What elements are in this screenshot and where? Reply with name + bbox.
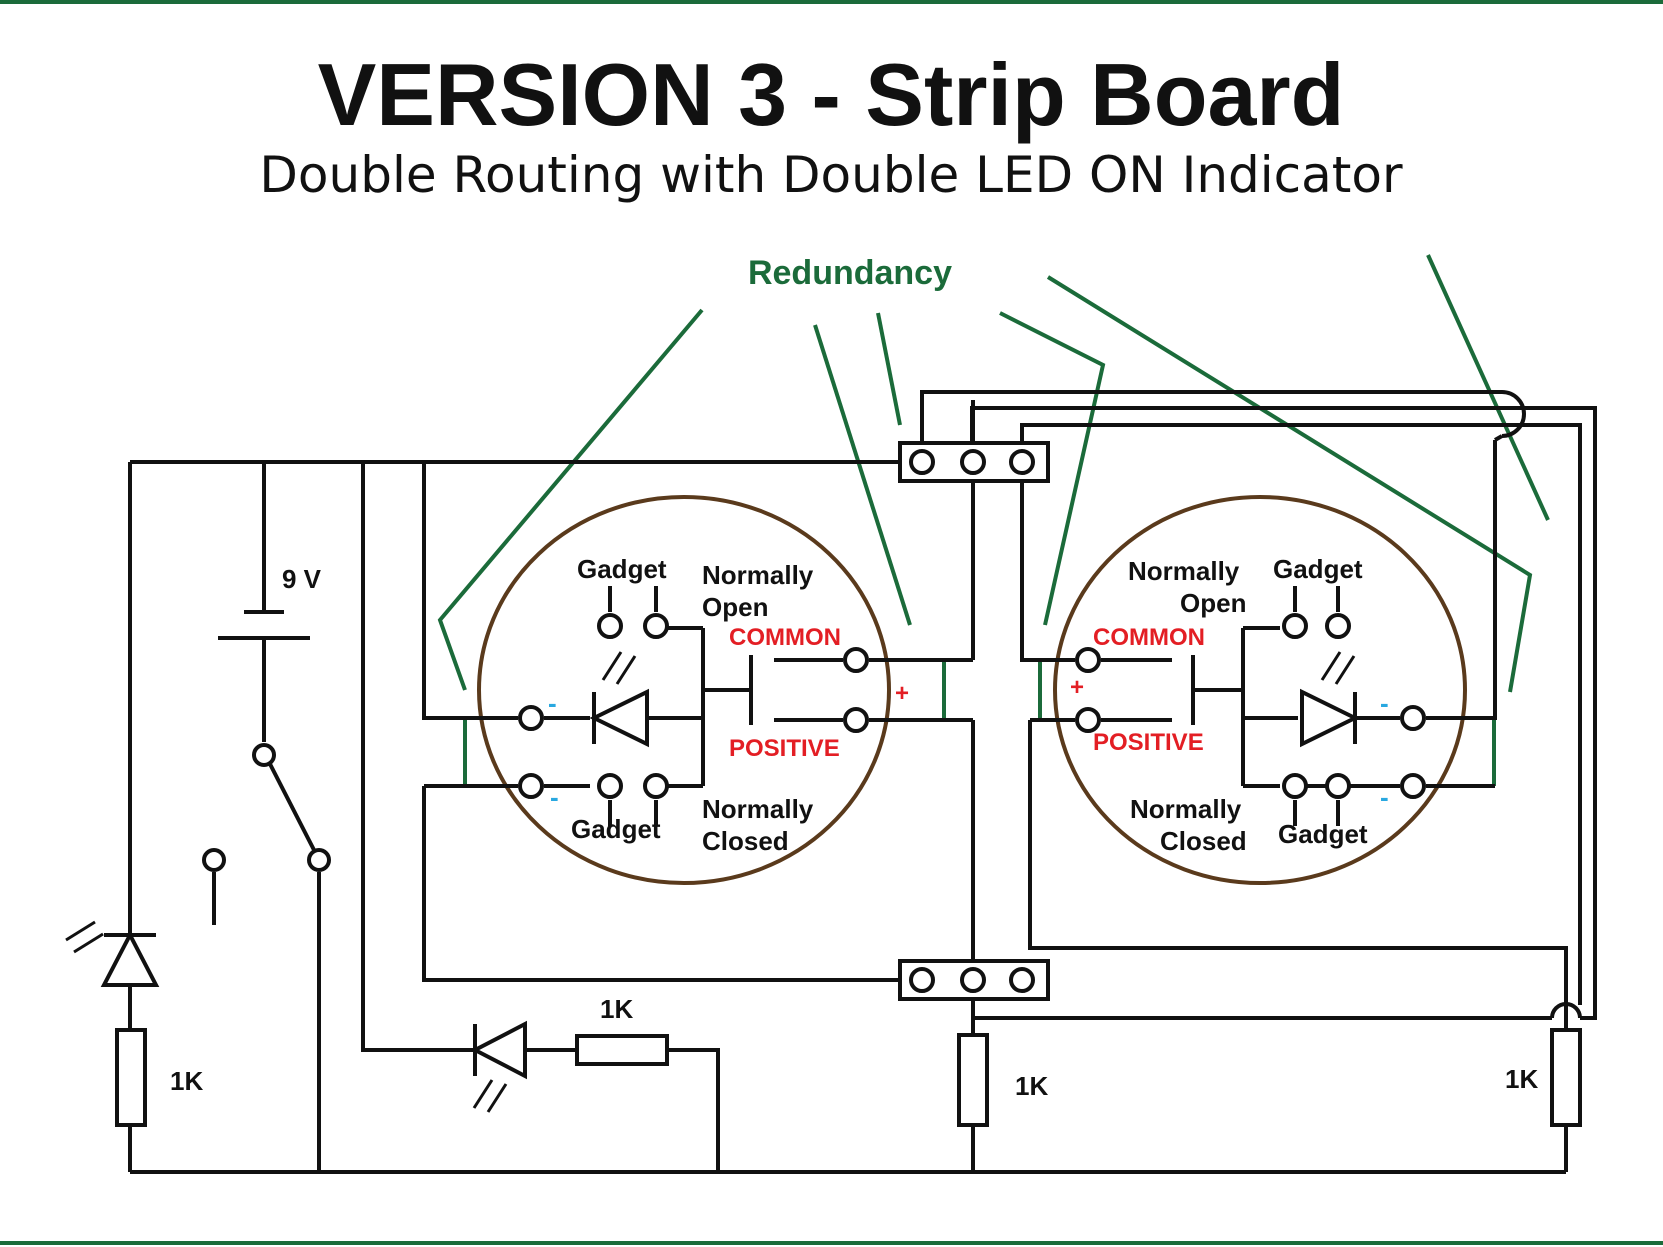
right-switch-terminals bbox=[1075, 613, 1426, 799]
redundancy-label: Redundancy bbox=[748, 254, 952, 292]
right-gadget-bottom-label: Gadget bbox=[1278, 819, 1368, 849]
left-switch-led bbox=[589, 651, 649, 748]
left-plus-label: + bbox=[895, 680, 909, 707]
right-normally-closed-label-2: Closed bbox=[1160, 826, 1247, 856]
right-plus-label: + bbox=[1070, 674, 1084, 701]
resistor-bottom-label: 1K bbox=[600, 994, 633, 1024]
strip-bridges bbox=[463, 660, 1496, 786]
right-common-label: COMMON bbox=[1093, 624, 1205, 651]
resistor-centre bbox=[957, 1033, 989, 1127]
power-led-left bbox=[65, 920, 160, 987]
left-gadget-top-label: Gadget bbox=[577, 554, 667, 584]
left-switch-terminals bbox=[518, 613, 869, 799]
left-normally-open-label-1: Normally bbox=[702, 560, 814, 590]
resistor-left bbox=[115, 1028, 147, 1127]
right-switch-circle bbox=[1053, 495, 1467, 885]
left-positive-label: POSITIVE bbox=[729, 735, 840, 762]
power-led-bottom bbox=[470, 1020, 527, 1113]
wiring bbox=[128, 390, 1597, 1174]
right-minus-top: - bbox=[1380, 688, 1389, 718]
left-minus-bottom: - bbox=[550, 782, 559, 812]
left-gadget-bottom-label: Gadget bbox=[571, 814, 661, 844]
right-switch-led bbox=[1300, 651, 1360, 748]
right-normally-open-label-2: Open bbox=[1180, 588, 1246, 618]
battery-symbol bbox=[218, 610, 310, 640]
page-subtitle: Double Routing with Double LED ON Indica… bbox=[259, 146, 1403, 204]
left-normally-closed-label-1: Normally bbox=[702, 794, 814, 824]
resistor-right bbox=[1550, 1028, 1582, 1127]
right-minus-bottom: - bbox=[1380, 782, 1389, 812]
left-normally-open-label-2: Open bbox=[702, 592, 768, 622]
redundancy-pointers bbox=[437, 254, 1550, 693]
battery-label: 9 V bbox=[282, 564, 322, 594]
page-title: VERSION 3 - Strip Board bbox=[318, 45, 1345, 144]
bottom-terminal-block bbox=[898, 959, 1050, 1001]
resistor-right-label: 1K bbox=[1505, 1064, 1538, 1094]
right-positive-label: POSITIVE bbox=[1093, 729, 1204, 756]
right-normally-open-label-1: Normally bbox=[1128, 556, 1240, 586]
resistor-bottom bbox=[575, 1034, 669, 1066]
right-gadget-top-label: Gadget bbox=[1273, 554, 1363, 584]
toggle-switch bbox=[202, 743, 331, 872]
left-normally-closed-label-2: Closed bbox=[702, 826, 789, 856]
top-terminal-block bbox=[898, 441, 1050, 483]
resistor-left-label: 1K bbox=[170, 1066, 203, 1096]
left-minus-top: - bbox=[548, 688, 557, 718]
right-normally-closed-label-1: Normally bbox=[1130, 794, 1242, 824]
resistor-centre-label: 1K bbox=[1015, 1071, 1048, 1101]
left-common-label: COMMON bbox=[729, 624, 841, 651]
left-switch-circle bbox=[477, 495, 891, 885]
